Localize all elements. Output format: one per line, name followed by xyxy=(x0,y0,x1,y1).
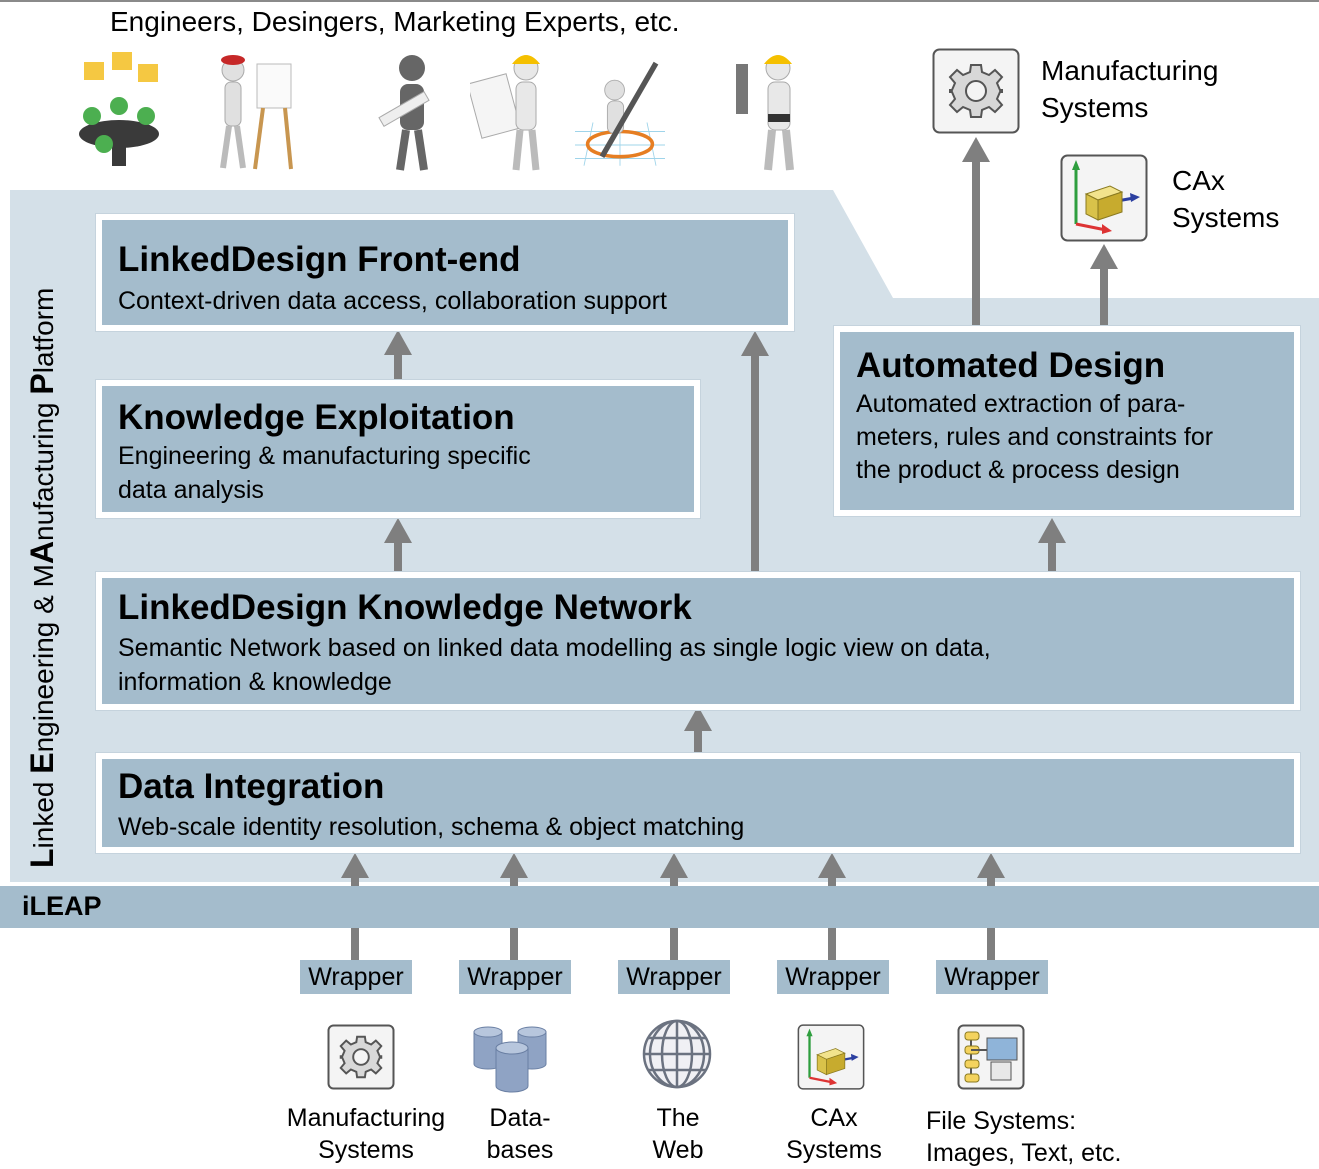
knowledge-exploitation-layer: Knowledge Exploitation Engineering & man… xyxy=(95,379,701,519)
wrapper-5: Wrapper xyxy=(936,960,1048,994)
knowledge-exploitation-description: Engineering & manufacturing specific dat… xyxy=(118,442,531,504)
data-integration-description: Web-scale identity resolution, schema & … xyxy=(118,813,745,841)
output-cax-cube-icon xyxy=(1060,154,1148,242)
platform-title-part: nufacturing xyxy=(28,394,59,541)
source-cad-cube-icon xyxy=(797,1024,865,1090)
data-integration-layer: Data Integration Web-scale identity reso… xyxy=(95,752,1301,854)
painter-figure-icon xyxy=(220,55,293,170)
platform-title-part: inked xyxy=(28,773,59,849)
wrapper-4: Wrapper xyxy=(777,960,889,994)
arrow-exploitation-to-frontend xyxy=(384,330,412,380)
arrow-automated-to-cax xyxy=(1090,244,1118,326)
source-globe-icon xyxy=(642,1019,712,1089)
arrow-network-to-exploitation xyxy=(384,518,412,572)
knowledge-network-title: LinkedDesign Knowledge Network xyxy=(118,588,692,627)
platform-title-part: ngineering & M xyxy=(28,564,59,753)
platform-title-part: E xyxy=(24,752,60,774)
source-label-5: File Systems: Images, Text, etc. xyxy=(926,1107,1122,1167)
data-integration-title: Data Integration xyxy=(118,767,385,806)
engineer-figure-icon xyxy=(378,55,430,171)
source-label-3: The Web xyxy=(652,1104,704,1164)
meeting-figures-icon xyxy=(79,52,159,166)
mechanic-figure-icon xyxy=(736,55,794,171)
platform-title-part: L xyxy=(24,848,60,868)
wrapper-3: Wrapper xyxy=(618,960,730,994)
platform-title-part: A xyxy=(24,540,60,565)
designer-figure-icon xyxy=(575,61,665,166)
ileap-label: iLEAP xyxy=(22,891,102,921)
planner-figure-icon xyxy=(470,55,540,171)
source-label-2: Data- bases xyxy=(486,1104,554,1164)
platform-title-part: latform xyxy=(28,287,59,374)
source-database-icon xyxy=(473,1026,547,1093)
source-file-system-icon xyxy=(957,1024,1025,1090)
frontend-title: LinkedDesign Front-end xyxy=(118,240,521,279)
automated-design-layer: Automated Design Automated extraction of… xyxy=(833,325,1301,517)
frontend-description: Context-driven data access, collaboratio… xyxy=(118,287,667,315)
source-label-1: Manufacturing Systems xyxy=(286,1104,446,1164)
automated-design-description: Automated extraction of para- meters, ru… xyxy=(856,390,1214,484)
source-label-4: CAx Systems xyxy=(786,1104,882,1164)
output-cax-label: CAx Systems xyxy=(1172,165,1280,233)
ileap-bar xyxy=(0,886,1319,928)
platform-title: Linked Engineering & MAnufacturing Platf… xyxy=(22,208,62,868)
arrow-integration-to-network xyxy=(684,706,712,753)
arrow-automated-to-manufacturing xyxy=(962,137,990,326)
arrow-network-to-automated xyxy=(1038,518,1066,572)
source-gear-icon xyxy=(327,1024,395,1090)
audience-label: Engineers, Desingers, Marketing Experts,… xyxy=(110,6,680,37)
arrow-network-to-frontend xyxy=(741,331,769,572)
frontend-layer: LinkedDesign Front-end Context-driven da… xyxy=(95,213,795,332)
knowledge-network-description: Semantic Network based on linked data mo… xyxy=(118,634,991,696)
knowledge-network-layer: LinkedDesign Knowledge Network Semantic … xyxy=(95,571,1301,711)
output-manufacturing-gear-icon xyxy=(932,48,1020,134)
automated-design-title: Automated Design xyxy=(856,346,1166,385)
top-divider xyxy=(0,0,1319,2)
platform-title-part: P xyxy=(24,373,60,395)
output-manufacturing-label: Manufacturing Systems xyxy=(1041,55,1219,123)
wrapper-2: Wrapper xyxy=(459,960,571,994)
wrapper-1: Wrapper xyxy=(300,960,412,994)
knowledge-exploitation-title: Knowledge Exploitation xyxy=(118,398,515,437)
